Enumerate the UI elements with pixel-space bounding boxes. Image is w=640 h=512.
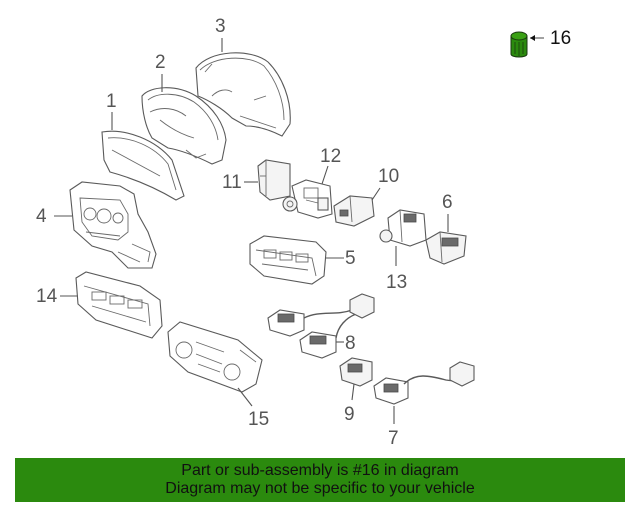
callout-11: 11	[222, 172, 242, 193]
part-10-module[interactable]	[333, 195, 375, 227]
exploded-parts-diagram: 3 2 1 4 11	[36, 16, 571, 449]
part-6-switch[interactable]	[425, 231, 467, 265]
callout-10: 10	[378, 166, 399, 187]
part-14-control-panel[interactable]	[75, 271, 163, 339]
callout-13: 13	[386, 272, 407, 293]
leader-10	[371, 187, 381, 201]
callout-9: 9	[344, 404, 355, 425]
callout-4: 4	[36, 206, 47, 227]
footer-line-2: Diagram may not be specific to your vehi…	[165, 480, 475, 497]
part-8-wire-harness[interactable]	[267, 293, 375, 359]
part-15-control-unit[interactable]	[167, 321, 263, 393]
callout-2: 2	[155, 52, 166, 73]
part-13-switch[interactable]	[379, 209, 427, 247]
part-9-connector[interactable]	[339, 357, 373, 387]
callout-8: 8	[345, 333, 356, 354]
part-3-cluster-bezel[interactable]	[195, 52, 291, 137]
footer-line-1: Part or sub-assembly is #16 in diagram	[181, 462, 459, 479]
footer-banner: Part or sub-assembly is #16 in diagram D…	[15, 458, 625, 502]
leader-9	[351, 383, 355, 401]
part-2-cluster-housing[interactable]	[141, 87, 227, 165]
part-1-cluster-lens[interactable]	[101, 130, 185, 201]
callout-1: 1	[106, 91, 117, 112]
leader-12	[321, 165, 329, 185]
callout-15: 15	[248, 409, 269, 430]
callout-14: 14	[36, 286, 58, 307]
leader-15	[237, 387, 253, 407]
callout-6: 6	[442, 192, 453, 213]
callout-12: 12	[320, 146, 341, 167]
part-7-harness[interactable]	[373, 361, 475, 405]
callout-7: 7	[388, 428, 399, 449]
callout-3: 3	[215, 16, 226, 37]
part-11-switch[interactable]	[257, 159, 291, 201]
callout-5: 5	[345, 248, 356, 269]
part-16-highlighted[interactable]	[510, 31, 528, 58]
part-4-center-bezel[interactable]	[69, 181, 157, 269]
arrowhead-16	[530, 35, 535, 41]
part-12-switch-assembly[interactable]	[282, 179, 333, 219]
callout-16: 16	[550, 28, 571, 49]
part-5-switch-panel[interactable]	[249, 235, 327, 285]
